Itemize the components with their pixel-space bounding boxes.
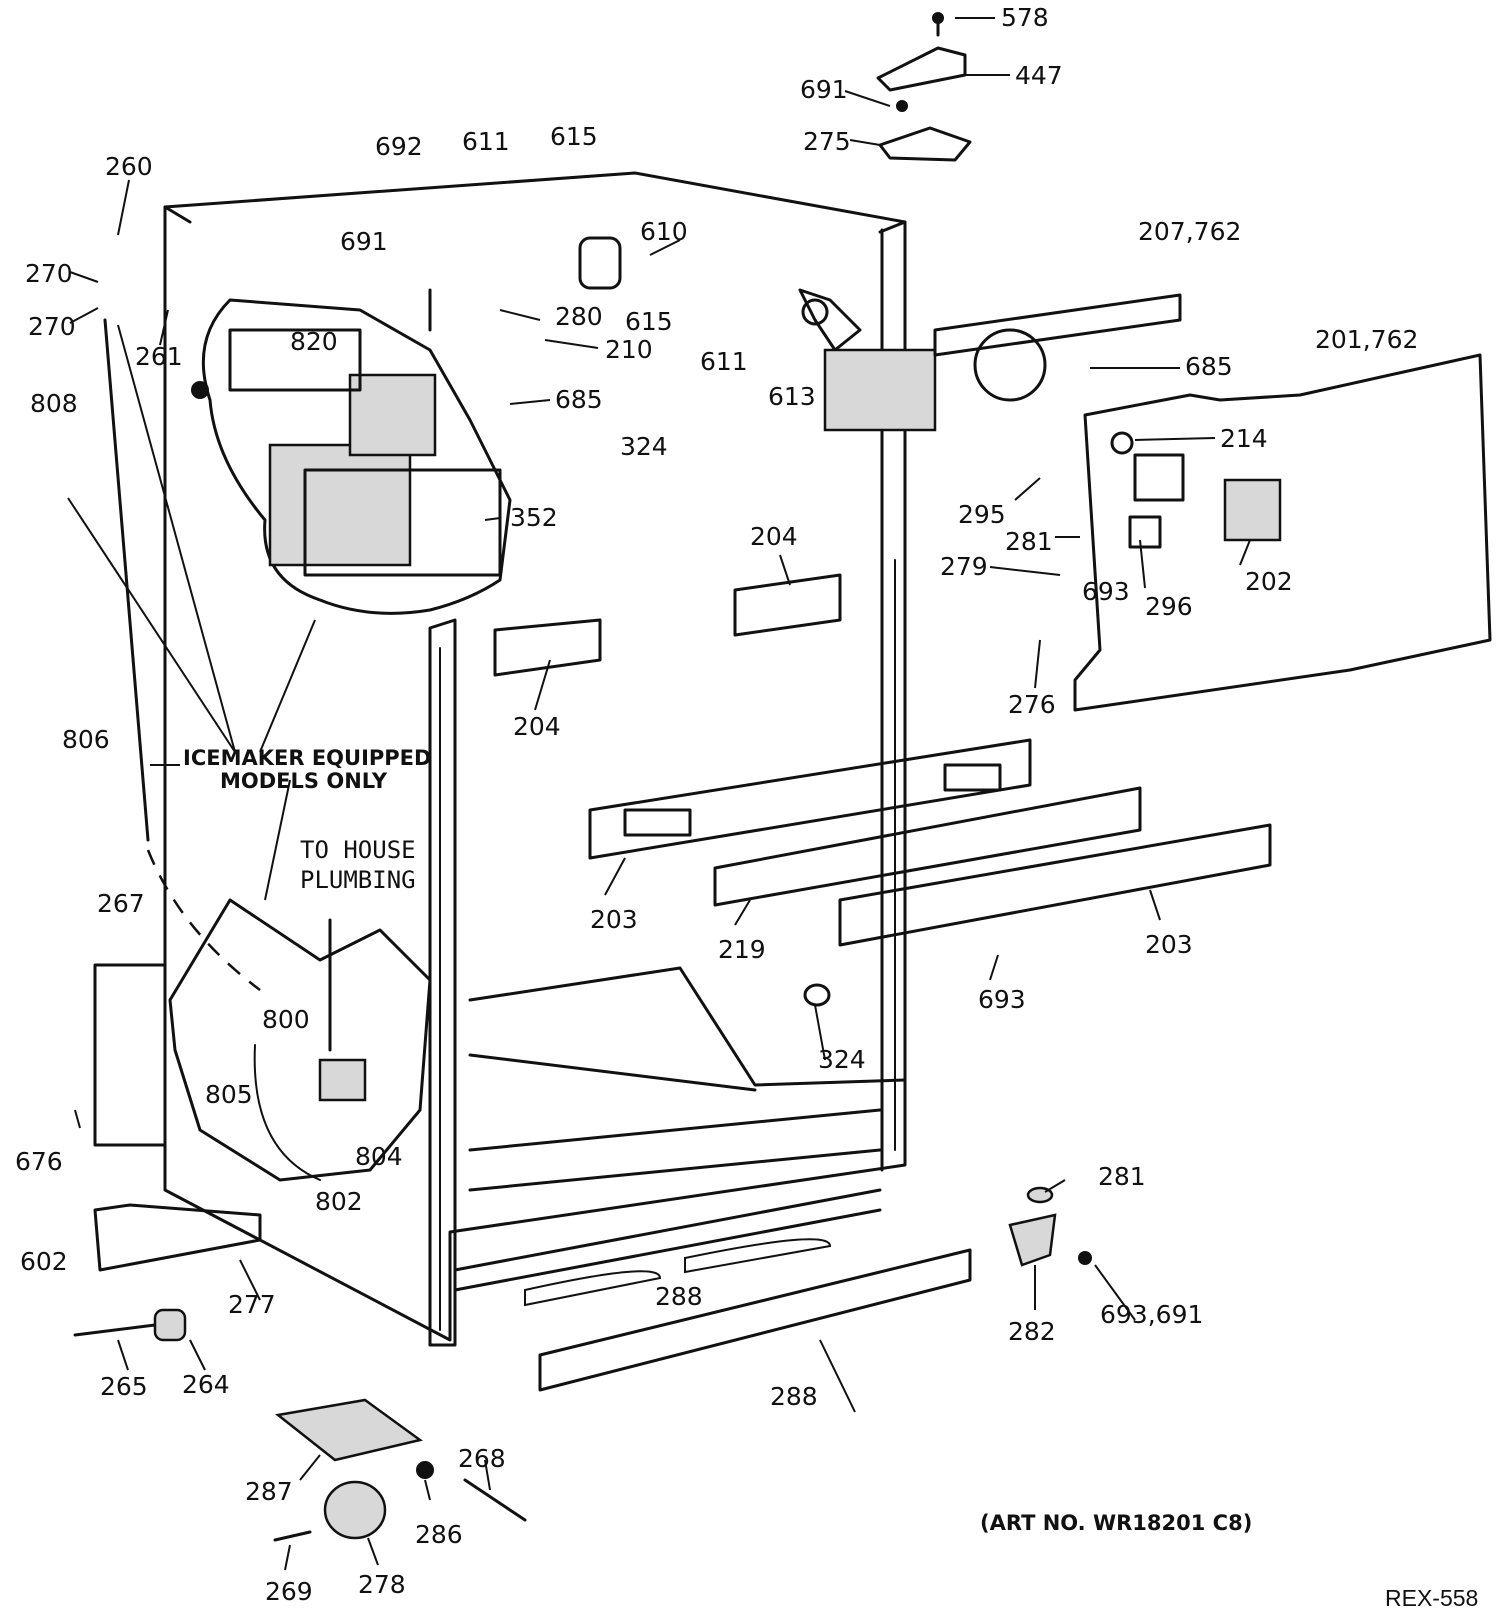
plumbing-note-line1: TO HOUSE	[300, 836, 416, 864]
part-label: 286	[415, 1520, 463, 1549]
art-number: (ART NO. WR18201 C8)	[980, 1511, 1252, 1535]
part-label: 693	[978, 985, 1026, 1014]
part-label: 207,762	[1138, 217, 1241, 246]
part-label: 685	[1185, 352, 1233, 381]
part-label: 278	[358, 1570, 406, 1599]
part-label: 281	[1005, 527, 1053, 556]
part-label: 201,762	[1315, 325, 1418, 354]
part-label: 210	[605, 335, 653, 364]
icemaker-assembly	[191, 298, 512, 615]
lower-left-parts	[73, 963, 527, 1542]
part-label: 693,691	[1100, 1300, 1203, 1329]
part-label: 288	[770, 1382, 818, 1411]
part-label: 277	[228, 1290, 276, 1319]
part-label: 214	[1220, 424, 1268, 453]
part-label: 279	[940, 552, 988, 581]
part-label: 267	[97, 889, 145, 918]
part-label: 691	[340, 227, 388, 256]
evaporator-fan-motor	[578, 236, 862, 352]
part-label: 265	[100, 1372, 148, 1401]
part-label: 352	[510, 503, 558, 532]
part-label: 282	[1008, 1317, 1056, 1346]
part-label: 295	[958, 500, 1006, 529]
part-label: 676	[15, 1147, 63, 1176]
top-hinge-parts	[876, 12, 972, 162]
part-label: 203	[590, 905, 638, 934]
fan-bracket-and-cover	[823, 293, 1182, 432]
part-label: 610	[640, 217, 688, 246]
part-label: 268	[458, 1444, 506, 1473]
part-label: 281	[1098, 1162, 1146, 1191]
part-label: 578	[1001, 3, 1049, 32]
part-label: 615	[625, 307, 673, 336]
rear-control-panel	[1073, 353, 1492, 712]
part-label: 296	[1145, 592, 1193, 621]
part-label: 602	[20, 1247, 68, 1276]
leader-lines	[67, 17, 1251, 1571]
part-label: 806	[62, 725, 110, 754]
part-label: 613	[768, 382, 816, 411]
part-label: 270	[25, 259, 73, 288]
part-label: 324	[620, 432, 668, 461]
part-label: 692	[375, 132, 423, 161]
reference-code: REX-558	[1385, 1585, 1478, 1611]
part-label: 288	[655, 1282, 703, 1311]
part-label: 805	[205, 1080, 253, 1109]
part-label: 280	[555, 302, 603, 331]
part-label: 820	[290, 327, 338, 356]
part-label: 270	[28, 312, 76, 341]
part-label: 219	[718, 935, 766, 964]
part-label: 800	[262, 1005, 310, 1034]
part-label: 204	[750, 522, 798, 551]
icemaker-note-line1: ICEMAKER EQUIPPED	[183, 746, 431, 770]
part-label: 275	[803, 127, 851, 156]
part-label: 269	[265, 1577, 313, 1606]
part-label: 808	[30, 389, 78, 418]
shelf-support-brackets	[493, 573, 842, 677]
part-label: 287	[245, 1477, 293, 1506]
part-label: 260	[105, 152, 153, 181]
part-label: 691	[800, 75, 848, 104]
part-label: 204	[513, 712, 561, 741]
part-label: 447	[1015, 61, 1063, 90]
part-number-labels: 578 447 691 275 692 611 615 260 691 610 …	[15, 3, 1418, 1606]
lower-right-parts	[803, 983, 1092, 1267]
part-label: 261	[135, 342, 183, 371]
part-label: 611	[462, 127, 510, 156]
part-label: 615	[550, 122, 598, 151]
water-line-and-valve	[103, 318, 432, 1182]
part-label: 685	[555, 385, 603, 414]
part-label: 693	[1082, 577, 1130, 606]
part-label: 804	[355, 1142, 403, 1171]
part-label: 611	[700, 347, 748, 376]
part-label: 203	[1145, 930, 1193, 959]
part-label: 202	[1245, 567, 1293, 596]
part-label: 802	[315, 1187, 363, 1216]
icemaker-note-line2: MODELS ONLY	[220, 769, 388, 793]
part-label: 276	[1008, 690, 1056, 719]
part-label: 324	[818, 1045, 866, 1074]
part-label: 264	[182, 1370, 230, 1399]
plumbing-note-line2: PLUMBING	[300, 866, 416, 894]
drawer-support-rails	[538, 738, 1272, 1392]
